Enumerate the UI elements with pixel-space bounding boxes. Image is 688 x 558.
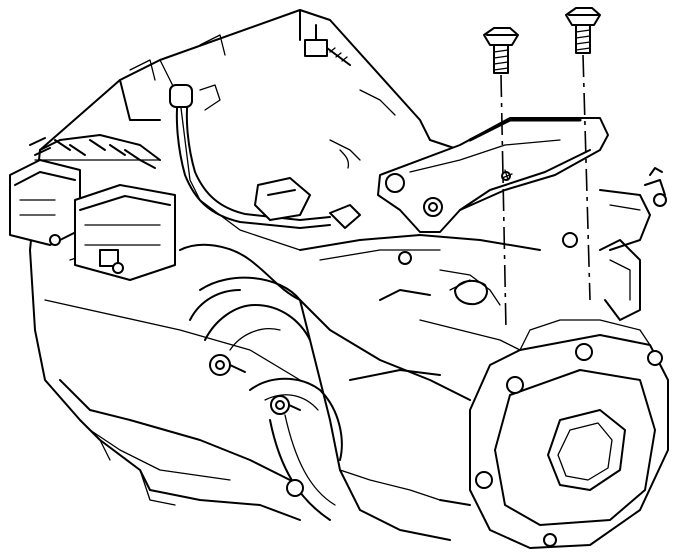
- bracket-bolt-left: [483, 27, 519, 74]
- sensor-block: [254, 177, 311, 221]
- bellhousing: [189, 276, 471, 541]
- case-ribs: [129, 34, 501, 306]
- mount-bracket: [377, 117, 609, 233]
- flange-details: [99, 439, 471, 506]
- shift-linkage: [599, 167, 666, 321]
- electrical-connector: [9, 134, 176, 281]
- end-cover: [419, 319, 669, 549]
- case-bolts: [209, 193, 667, 497]
- case-stud: [304, 24, 351, 66]
- bracket-bolt-right: [565, 7, 601, 54]
- bolt-centerlines: [500, 54, 591, 331]
- wiring-harness: [169, 84, 361, 229]
